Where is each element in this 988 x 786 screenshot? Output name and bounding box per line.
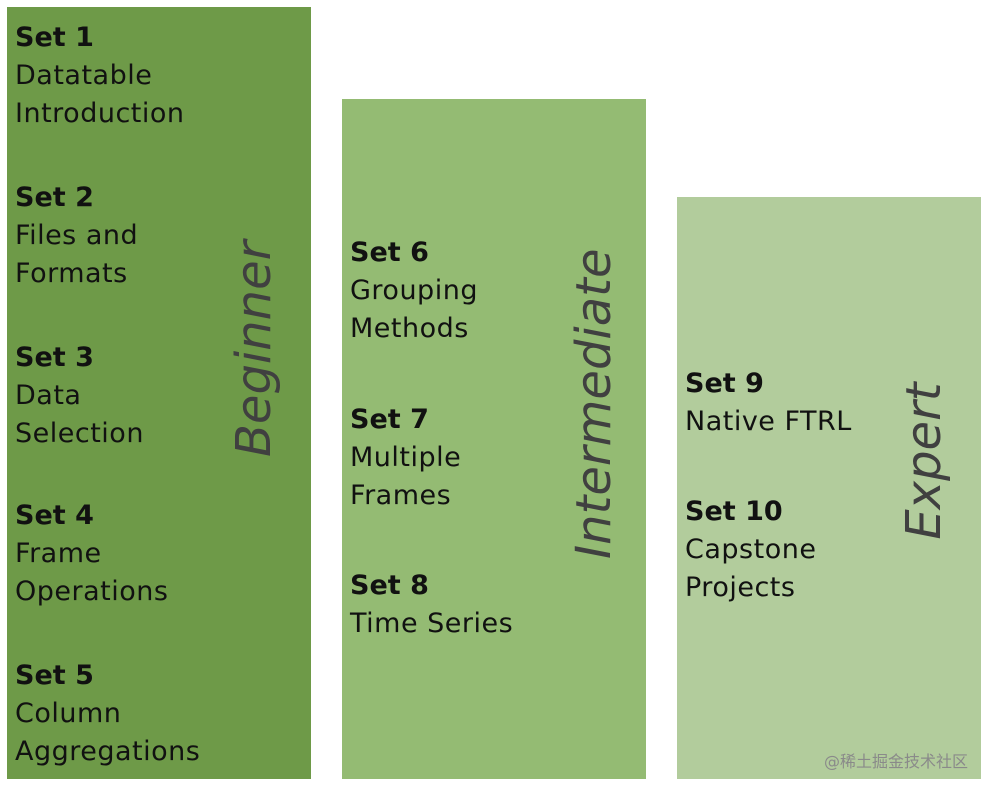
set-label: Set 6 [350,237,429,268]
set-label: Set 3 [15,342,94,373]
set-title-line: Frames [350,480,452,511]
set-title-line: Projects [685,572,796,603]
set-title-line: Column [15,698,122,729]
set-label: Set 7 [350,404,429,435]
watermark: @稀土掘金技术社区 [823,752,968,771]
set-title-line: Grouping [350,275,478,306]
set-title-line: Datatable [15,60,153,91]
set-item: Set 3 Data Selection [15,339,275,453]
set-item: Set 9 Native FTRL [685,365,945,441]
set-title-line: Aggregations [15,736,201,767]
level-label-beginner: Beginner [226,240,282,457]
level-label-expert: Expert [896,382,952,540]
set-label: Set 9 [685,368,764,399]
set-label: Set 5 [15,660,94,691]
set-label: Set 4 [15,500,94,531]
set-title-line: Native FTRL [685,406,852,437]
set-item: Set 7 Multiple Frames [350,401,610,515]
set-title-line: Operations [15,576,169,607]
column-intermediate: Set 6 Grouping Methods Set 7 Multiple Fr… [342,99,646,779]
set-title-line: Methods [350,313,469,344]
set-item: Set 1 Datatable Introduction [15,19,275,133]
set-item: Set 8 Time Series [350,567,610,643]
column-beginner: Set 1 Datatable Introduction Set 2 Files… [7,7,311,779]
set-title-line: Introduction [15,98,185,129]
set-item: Set 4 Frame Operations [15,497,275,611]
set-title-line: Frame [15,538,102,569]
set-title-line: Formats [15,258,128,289]
set-label: Set 2 [15,182,94,213]
set-title-line: Files and [15,220,139,251]
column-expert: Set 9 Native FTRL Set 10 Capstone Projec… [677,197,981,779]
level-label-intermediate: Intermediate [566,248,622,559]
set-title-line: Multiple [350,442,462,473]
set-title-line: Selection [15,418,144,449]
set-title-line: Capstone [685,534,817,565]
set-item: Set 5 Column Aggregations [15,657,275,771]
set-item: Set 2 Files and Formats [15,179,275,293]
set-label: Set 8 [350,570,429,601]
set-label: Set 10 [685,496,783,527]
set-label: Set 1 [15,22,94,53]
set-item: Set 6 Grouping Methods [350,234,610,348]
set-item: Set 10 Capstone Projects [685,493,945,607]
set-title-line: Data [15,380,82,411]
set-title-line: Time Series [350,608,514,639]
